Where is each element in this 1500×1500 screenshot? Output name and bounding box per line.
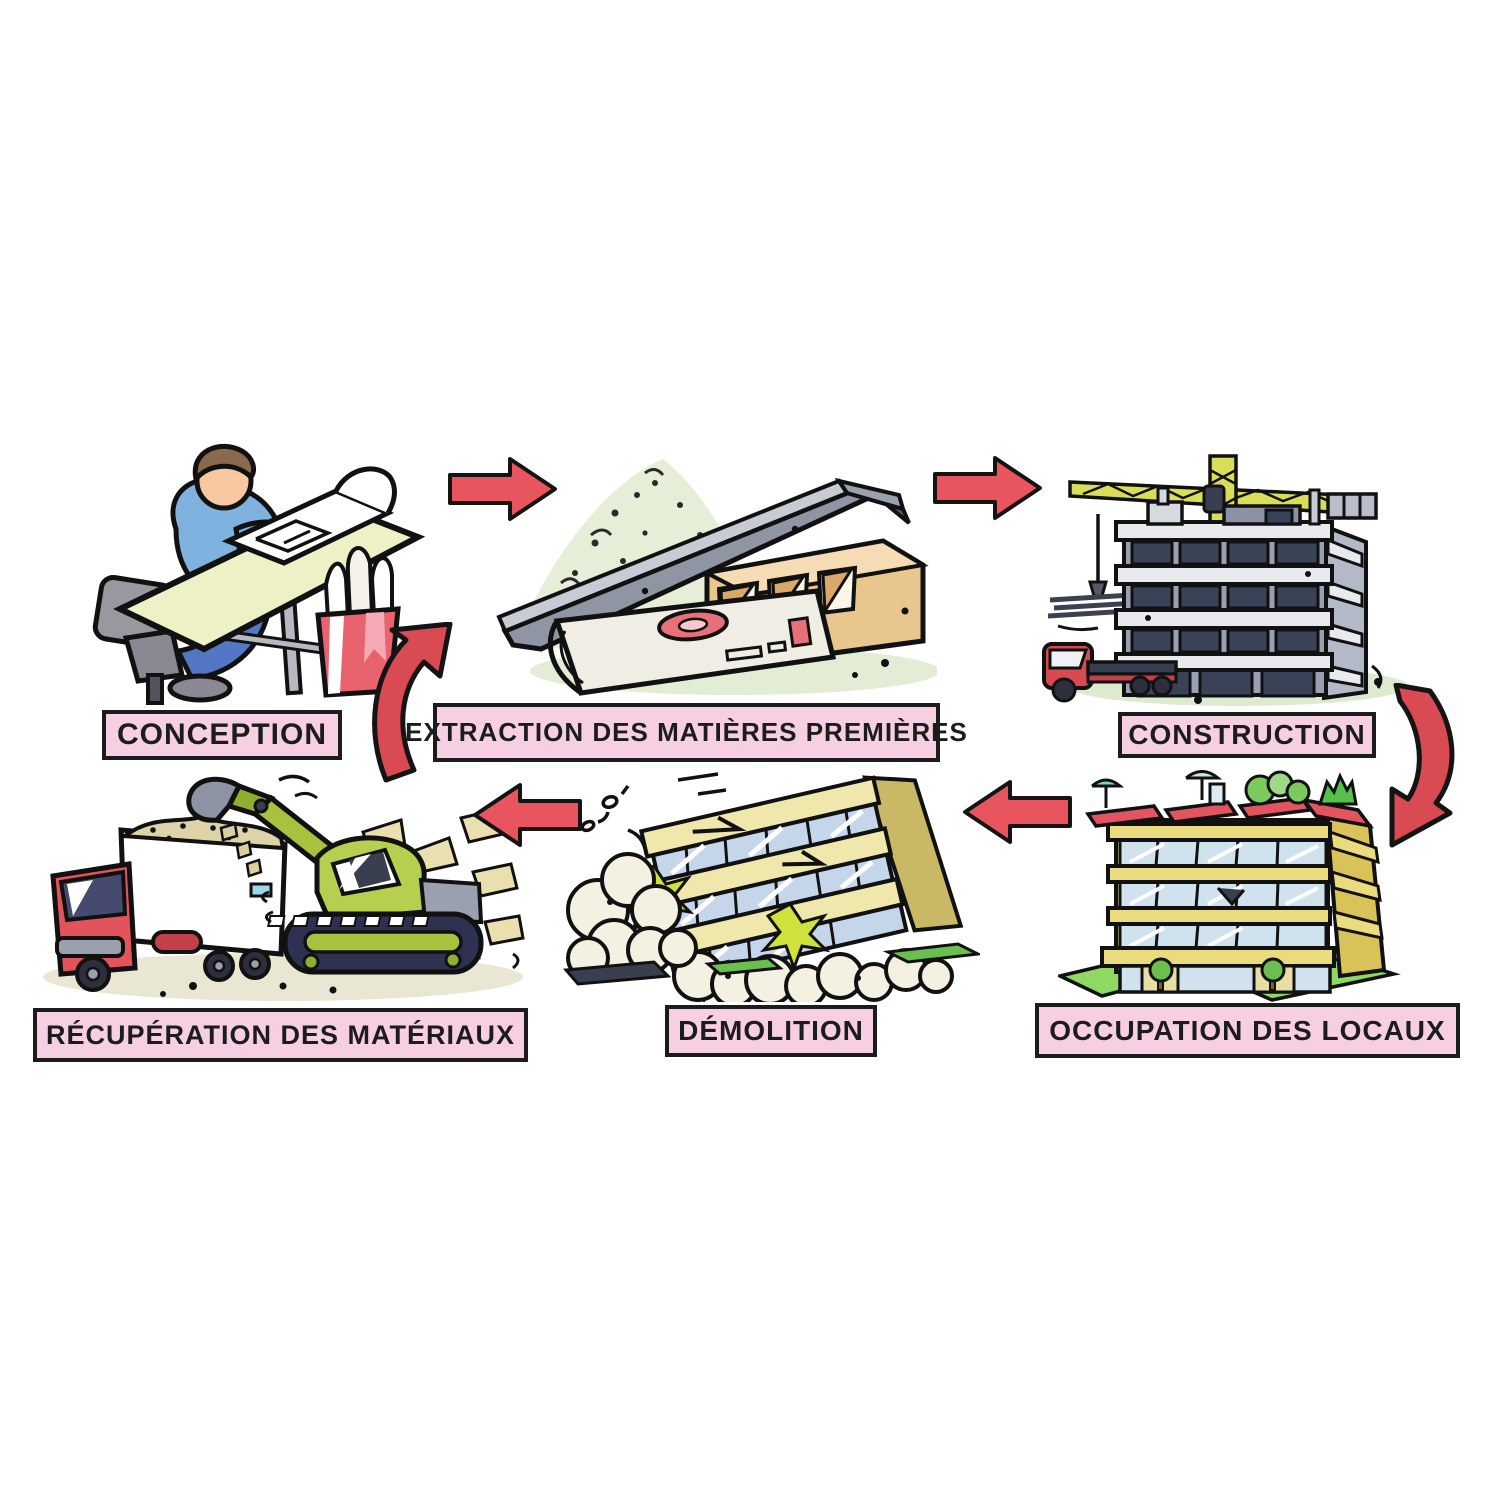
- stage-label-occupation: OCCUPATION DES LOCAUX: [1035, 1003, 1460, 1058]
- stage-label-extraction: EXTRACTION DES MATIÈRES PREMIÈRES: [405, 703, 967, 762]
- excavator-bucket: [186, 776, 243, 823]
- roof-chimney: [1208, 782, 1226, 806]
- conception-illustration: [78, 433, 430, 710]
- recuperation-illustration: [33, 772, 530, 1004]
- red-roof: [1084, 796, 1375, 829]
- umbrella-icon: [1091, 770, 1223, 808]
- steel-beam: [496, 477, 911, 652]
- stage-label-demolition: DÉMOLITION: [665, 1005, 877, 1057]
- entrance-tree: [1148, 957, 1286, 991]
- occupation-illustration: [1058, 770, 1405, 1002]
- roof-garden: [1244, 770, 1358, 806]
- arrow-extraction-to-construction-icon: [933, 455, 1043, 523]
- dump-truck-icon: [50, 813, 288, 992]
- stage-label-construction: CONSTRUCTION: [1118, 712, 1376, 758]
- flatbed-truck-icon: [1042, 642, 1178, 703]
- resident-silhouette: [1216, 887, 1246, 907]
- demolition-illustration: [558, 770, 980, 1002]
- arrow-occupation-to-demolition-icon: [962, 779, 1072, 849]
- arrow-demolition-to-recuperation-icon: [472, 782, 582, 850]
- ground-slab: [562, 960, 672, 986]
- stage-label-recuperation: RÉCUPÉRATION DES MATÉRIAUX: [33, 1008, 528, 1062]
- arrow-recuperation-to-conception-icon: [372, 621, 462, 784]
- cement-bag: [547, 588, 837, 696]
- occupied-building: [1084, 796, 1387, 994]
- extraction-illustration: [495, 443, 937, 701]
- ground-grass: [882, 942, 980, 964]
- shoe: [167, 673, 233, 703]
- blueprint-lines: [255, 519, 333, 553]
- concrete-building: [1114, 486, 1368, 701]
- flying-debris: [580, 772, 727, 855]
- construction-illustration: [1028, 430, 1406, 710]
- excavator-icon: [186, 774, 484, 975]
- stage-label-conception: CONCEPTION: [102, 710, 342, 760]
- person-hair: [192, 443, 257, 485]
- paper-curl: [333, 466, 397, 515]
- arrow-conception-to-extraction-icon: [448, 456, 558, 522]
- arrow-construction-to-occupation-icon: [1366, 682, 1466, 848]
